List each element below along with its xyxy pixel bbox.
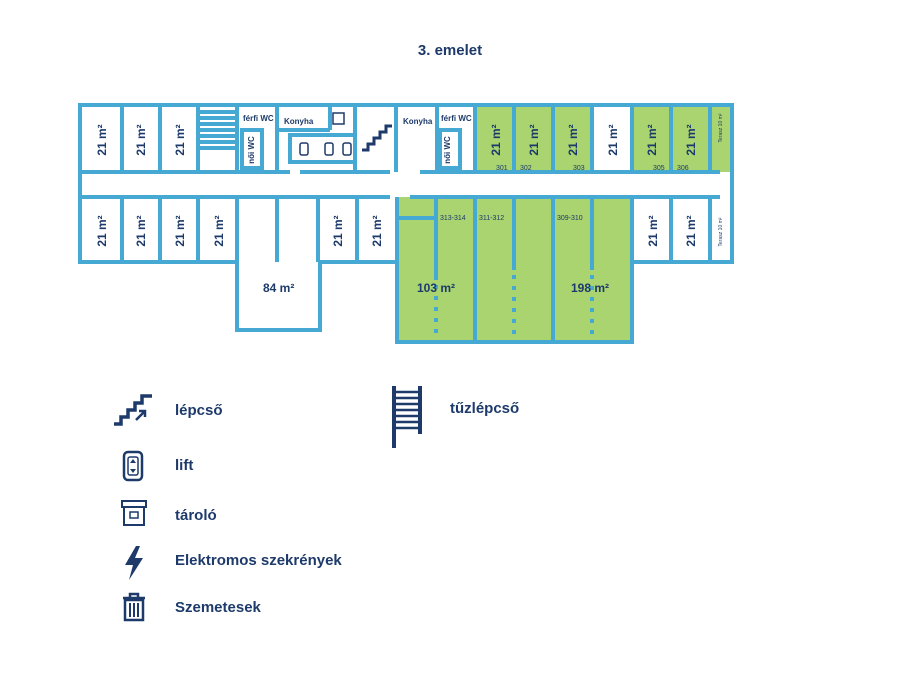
room-area: 21 m² xyxy=(331,215,345,246)
room-area: 21 m² xyxy=(134,124,148,155)
room-area: 21 m² xyxy=(95,124,109,155)
legend-label-lift: lift xyxy=(175,457,194,474)
legend-label-trash: Szemetesek xyxy=(175,599,261,616)
room-area: 21 m² xyxy=(566,124,580,155)
hall-103-area: 103 m² xyxy=(417,281,455,295)
room-area: 21 m² xyxy=(95,215,109,246)
storage-icon xyxy=(121,500,147,526)
terrace-label: Terasz 10 m² xyxy=(718,113,724,142)
kitchen-label: Konyha xyxy=(403,117,433,126)
room-number: 303 xyxy=(573,165,585,172)
room-area: 21 m² xyxy=(370,215,384,246)
room-area: 21 m² xyxy=(684,215,698,246)
mens-wc-label: férfi WC xyxy=(441,114,472,123)
walls xyxy=(78,103,734,344)
room-number: 305 xyxy=(653,165,665,172)
room-number: 309-310 xyxy=(557,215,583,222)
room-area: 21 m² xyxy=(606,124,620,155)
room-area: 21 m² xyxy=(646,215,660,246)
womens-wc-label: női WC xyxy=(247,136,256,164)
hall-84-area: 84 m² xyxy=(263,281,294,295)
lightning-icon xyxy=(125,546,143,580)
room-area: 21 m² xyxy=(684,124,698,155)
womens-wc-label: női WC xyxy=(443,136,452,164)
room-area: 21 m² xyxy=(134,215,148,246)
legend-label-electrical-cabinets: Elektromos szekrények xyxy=(175,552,342,569)
fire-escape-icon xyxy=(392,386,422,448)
room-number: 301 xyxy=(496,165,508,172)
lift-icon xyxy=(122,450,144,482)
room-area: 21 m² xyxy=(527,124,541,155)
room-area: 21 m² xyxy=(173,215,187,246)
room-number: 313-314 xyxy=(440,215,466,222)
room-area: 21 m² xyxy=(489,124,503,155)
room-number: 302 xyxy=(520,165,532,172)
room-area: 21 m² xyxy=(645,124,659,155)
room-number: 306 xyxy=(677,165,689,172)
lift-symbols xyxy=(299,112,352,156)
legend-label-storage: tároló xyxy=(175,507,217,524)
room-number: 311-312 xyxy=(479,215,504,222)
room-area: 21 m² xyxy=(173,124,187,155)
terrace-label: Terasz 10 m² xyxy=(718,217,724,246)
page-title: 3. emelet xyxy=(417,42,483,59)
stairs-symbol xyxy=(362,124,392,152)
room-area: 21 m² xyxy=(212,215,226,246)
trash-can-icon xyxy=(123,592,145,622)
legend-label-fire-escape: tűzlépcső xyxy=(450,400,520,417)
legend-label-stairs: lépcső xyxy=(175,402,223,419)
stairs-icon xyxy=(114,394,152,426)
kitchen-label: Konyha xyxy=(284,117,314,126)
hall-198-area: 198 m² xyxy=(571,281,609,295)
mens-wc-label: férfi WC xyxy=(243,114,274,123)
